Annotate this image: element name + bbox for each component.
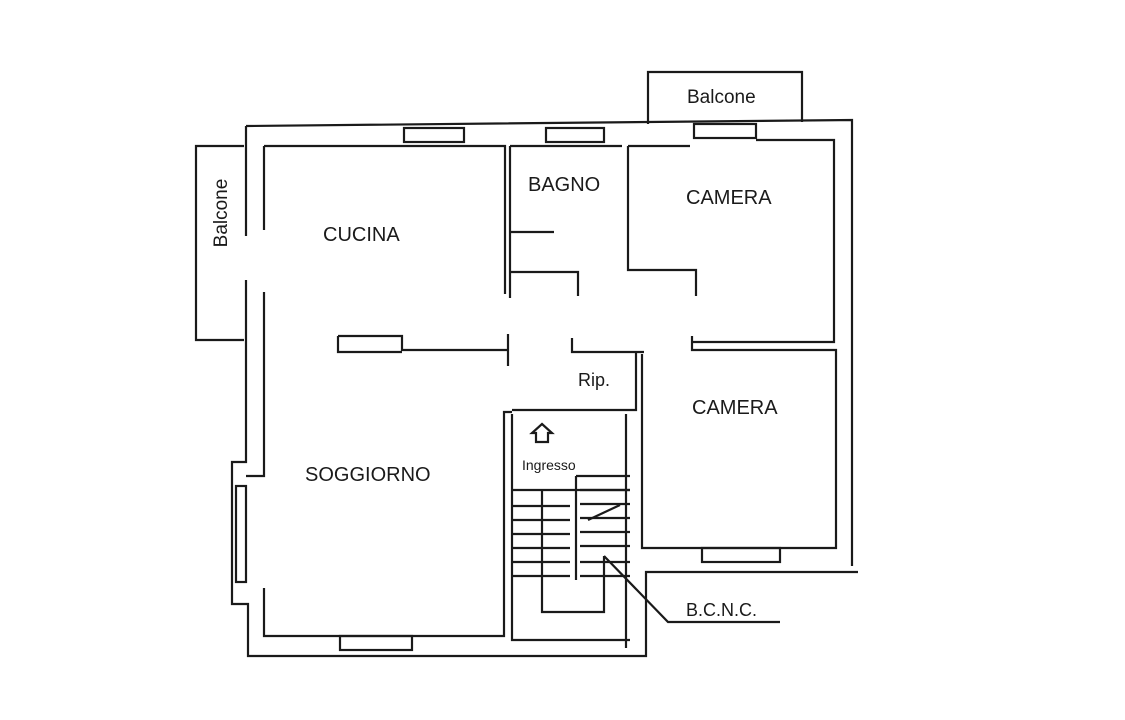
room-label-camera-top: CAMERA xyxy=(686,187,772,209)
room-label-ripostiglio: Rip. xyxy=(578,370,611,390)
balcony-label-left: Balcone xyxy=(211,178,232,248)
room-label-bagno: BAGNO xyxy=(528,174,601,196)
balcony-label-top: Balcone xyxy=(687,87,756,108)
room-label-cucina: CUCINA xyxy=(323,224,400,246)
room-label-camera-bottom: CAMERA xyxy=(692,397,778,419)
room-label-ingresso: Ingresso xyxy=(522,457,576,473)
annotation-bcnc: B.C.N.C. xyxy=(686,600,758,620)
room-label-soggiorno: SOGGIORNO xyxy=(305,464,431,486)
